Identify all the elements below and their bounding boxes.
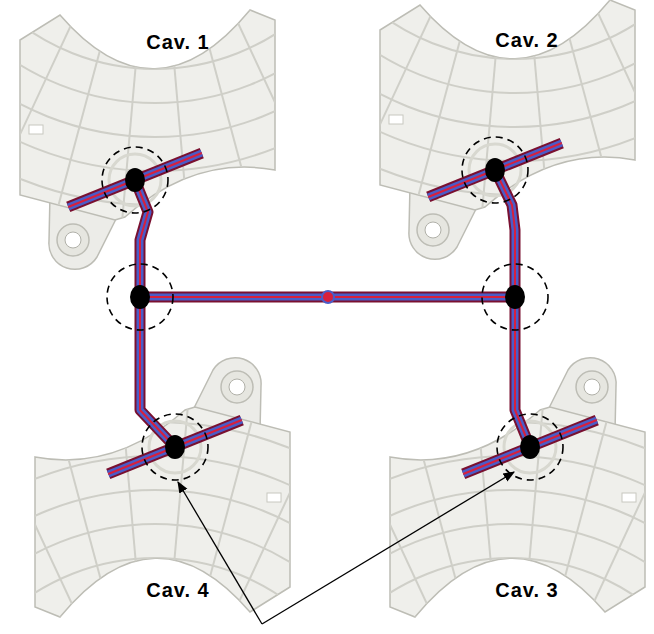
cavity-part [116,324,654,634]
gate-dot [130,285,150,309]
runner [463,420,597,474]
runner [428,143,562,197]
runner [108,420,242,474]
leader-arrow [178,482,262,624]
gate-dot [485,158,505,182]
runner [68,153,202,207]
runner [140,292,515,303]
dashed-circle [102,147,168,213]
runner [495,170,530,447]
runner [108,420,242,474]
gate-dot [505,285,525,309]
runner [68,153,202,207]
gate-dot [125,168,145,192]
runner [495,170,530,447]
cavity-label: Cav. 3 [495,578,558,602]
dashed-circle [107,264,173,330]
runner [68,153,202,207]
dashed-circle [497,414,563,480]
runner [463,420,597,474]
leader-arrow [262,472,514,624]
cavity-label: Cav. 1 [146,30,209,54]
runner-system [68,143,597,474]
gate-dot [520,435,540,459]
cavity-label: Cav. 2 [495,28,558,52]
sprue [322,291,334,303]
cavity-label: Cav. 4 [146,578,209,602]
gate-dot [165,435,185,459]
gate-marks [102,137,563,480]
runner [428,143,562,197]
runner [463,420,597,474]
runner [108,420,242,474]
callout-arrows [178,472,514,624]
runner [495,170,530,447]
dashed-circle [462,137,528,203]
dashed-circle [142,414,208,480]
runner [428,143,562,197]
cavity-part [121,0,654,293]
dashed-circle [482,264,548,330]
